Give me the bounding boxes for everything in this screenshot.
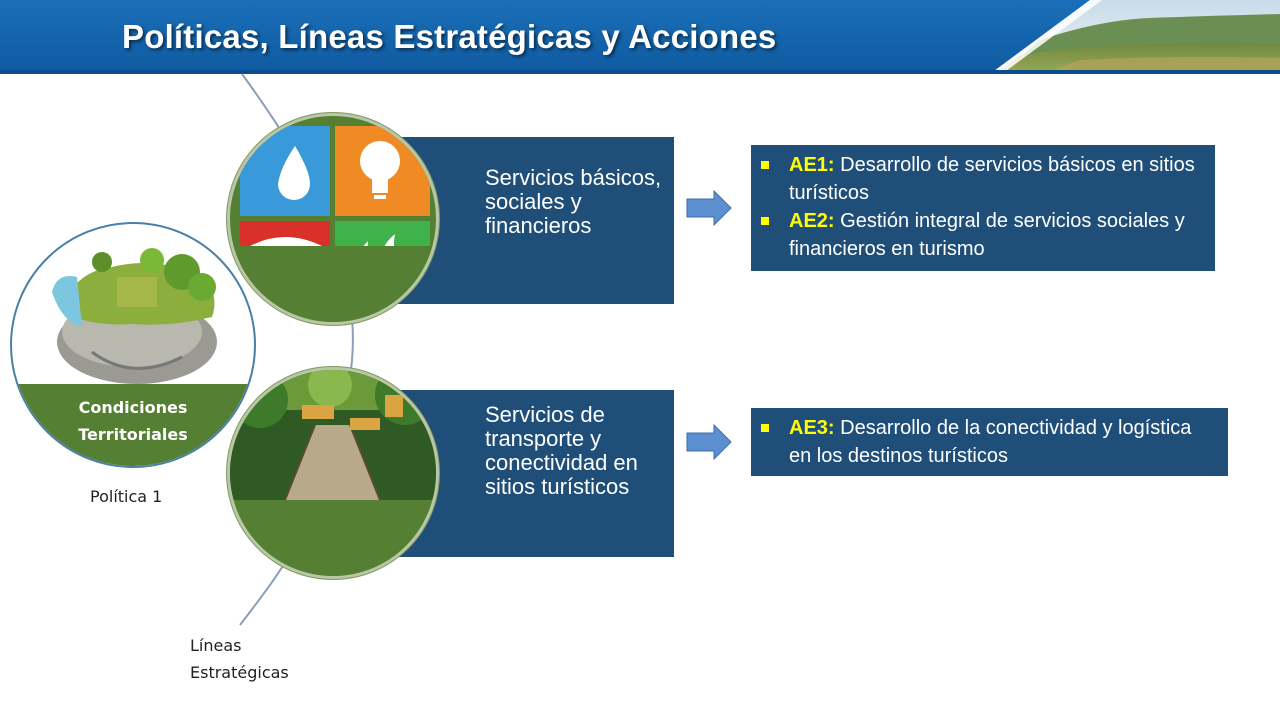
services-icons-image [230, 126, 436, 322]
policy-label-line1: Condiciones [78, 398, 188, 417]
banner-divider [0, 70, 1280, 74]
strategic-line-text-2: Servicios de transporte y conectividad e… [485, 402, 638, 499]
right-arrow-icon [686, 190, 732, 226]
bullet-icon [761, 161, 769, 169]
policy-label-line2: Territoriales [78, 425, 188, 444]
light-bulb-icon [360, 141, 400, 199]
water-drop-icon [278, 146, 310, 200]
policy-band [12, 384, 254, 466]
territory-illustration [52, 248, 217, 384]
action-code: AE2: [789, 210, 835, 232]
strategic-line-text-1: Servicios básicos, sociales y financiero… [485, 165, 662, 238]
strategic-line-circle-2 [227, 367, 439, 579]
action-text: Desarrollo de la conectividad y logístic… [789, 417, 1192, 467]
right-arrow-icon [686, 424, 732, 460]
bullet-icon [761, 217, 769, 225]
strategic-lines-caption: Líneas Estratégicas [190, 632, 330, 686]
landscape-banner-image [990, 0, 1280, 74]
action-item-ae1: AE1: Desarrollo de servicios básicos en … [761, 151, 1201, 207]
policy-caption: Política 1 [90, 487, 163, 506]
strategic-lines-caption-line2: Estratégicas [190, 663, 289, 682]
policy-label: Condiciones Territoriales [12, 394, 254, 448]
strategic-line-circle-1 [227, 113, 439, 325]
strategic-lines-caption-line1: Líneas [190, 636, 242, 655]
action-text: Gestión integral de servicios sociales y… [789, 210, 1185, 260]
header-banner: Políticas, Líneas Estratégicas y Accione… [0, 0, 1280, 74]
action-item-ae3: AE3: Desarrollo de la conectividad y log… [761, 414, 1214, 470]
policy-circle: Condiciones Territoriales [10, 222, 256, 468]
forest-walkway-image [230, 370, 436, 576]
actions-box-1: AE1: Desarrollo de servicios básicos en … [751, 145, 1215, 271]
action-code: AE3: [789, 417, 835, 439]
bullet-icon [761, 424, 769, 432]
action-text: Desarrollo de servicios básicos en sitio… [789, 154, 1195, 204]
actions-box-2: AE3: Desarrollo de la conectividad y log… [751, 408, 1228, 476]
action-code: AE1: [789, 154, 835, 176]
action-item-ae2: AE2: Gestión integral de servicios socia… [761, 207, 1201, 263]
page-title: Políticas, Líneas Estratégicas y Accione… [122, 18, 777, 55]
